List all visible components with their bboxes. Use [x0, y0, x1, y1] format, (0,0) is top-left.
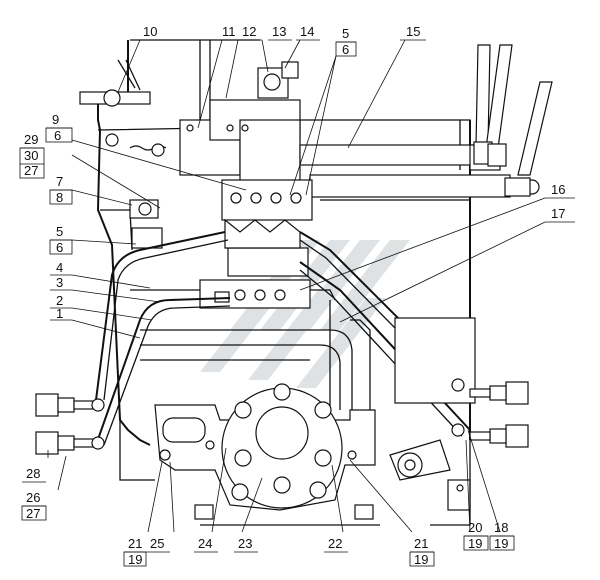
callout-2: 2 [56, 293, 63, 308]
callout-12: 12 [242, 24, 256, 39]
right-bracket [394, 317, 476, 437]
callout-6-left-top: 6 [54, 128, 61, 143]
callout-9: 9 [52, 112, 59, 127]
left-coupling-top [35, 393, 105, 417]
callout-1: 1 [56, 306, 63, 321]
callout-20: 20 [468, 520, 482, 535]
callout-27-bottom: 27 [26, 506, 40, 521]
callout-4: 4 [56, 260, 63, 275]
callout-21-left: 21 [128, 536, 142, 551]
spring-9 [105, 133, 167, 157]
callout-19-r2: 19 [468, 536, 482, 551]
callout-24: 24 [198, 536, 212, 551]
callout-10: 10 [143, 24, 157, 39]
handle-10 [79, 59, 151, 107]
callout-8: 8 [56, 190, 63, 205]
callout-30: 30 [24, 148, 38, 163]
callout-19-left: 19 [128, 552, 142, 567]
lug-right [389, 439, 471, 511]
distributor [199, 179, 313, 309]
callout-18: 18 [494, 520, 508, 535]
callout-6-top: 6 [342, 42, 349, 57]
cylinder-15 [299, 144, 540, 198]
callout-15: 15 [406, 24, 420, 39]
callout-11: 11 [222, 24, 236, 39]
callout-labels: 10 11 12 13 14 5 6 15 9 6 29 30 27 7 8 1… [19, 24, 575, 567]
callout-21-right: 21 [414, 536, 428, 551]
callout-19-r3: 19 [494, 536, 508, 551]
callout-26: 26 [26, 490, 40, 505]
callout-5-left: 5 [56, 224, 63, 239]
callout-17: 17 [551, 206, 565, 221]
fitting-7-8 [129, 199, 163, 249]
callout-5-top: 5 [342, 26, 349, 41]
callout-25: 25 [150, 536, 164, 551]
right-coupling-bottom [469, 424, 529, 448]
callout-22: 22 [328, 536, 342, 551]
callout-28: 28 [26, 466, 40, 481]
callout-3: 3 [56, 275, 63, 290]
callout-19-right: 19 [414, 552, 428, 567]
leader-lines [47, 39, 546, 533]
callout-27-left-top: 27 [24, 163, 38, 178]
callout-16: 16 [551, 182, 565, 197]
callout-23: 23 [238, 536, 252, 551]
callout-29: 29 [24, 132, 38, 147]
right-coupling-top [469, 381, 529, 405]
control-levers [473, 44, 553, 176]
left-coupling-bottom [35, 431, 105, 455]
pump-flange-23 [154, 383, 376, 520]
callout-14: 14 [300, 24, 314, 39]
callout-7: 7 [56, 174, 63, 189]
callout-6-left: 6 [56, 240, 63, 255]
callout-13: 13 [272, 24, 286, 39]
fitting-13-14 [257, 61, 299, 99]
